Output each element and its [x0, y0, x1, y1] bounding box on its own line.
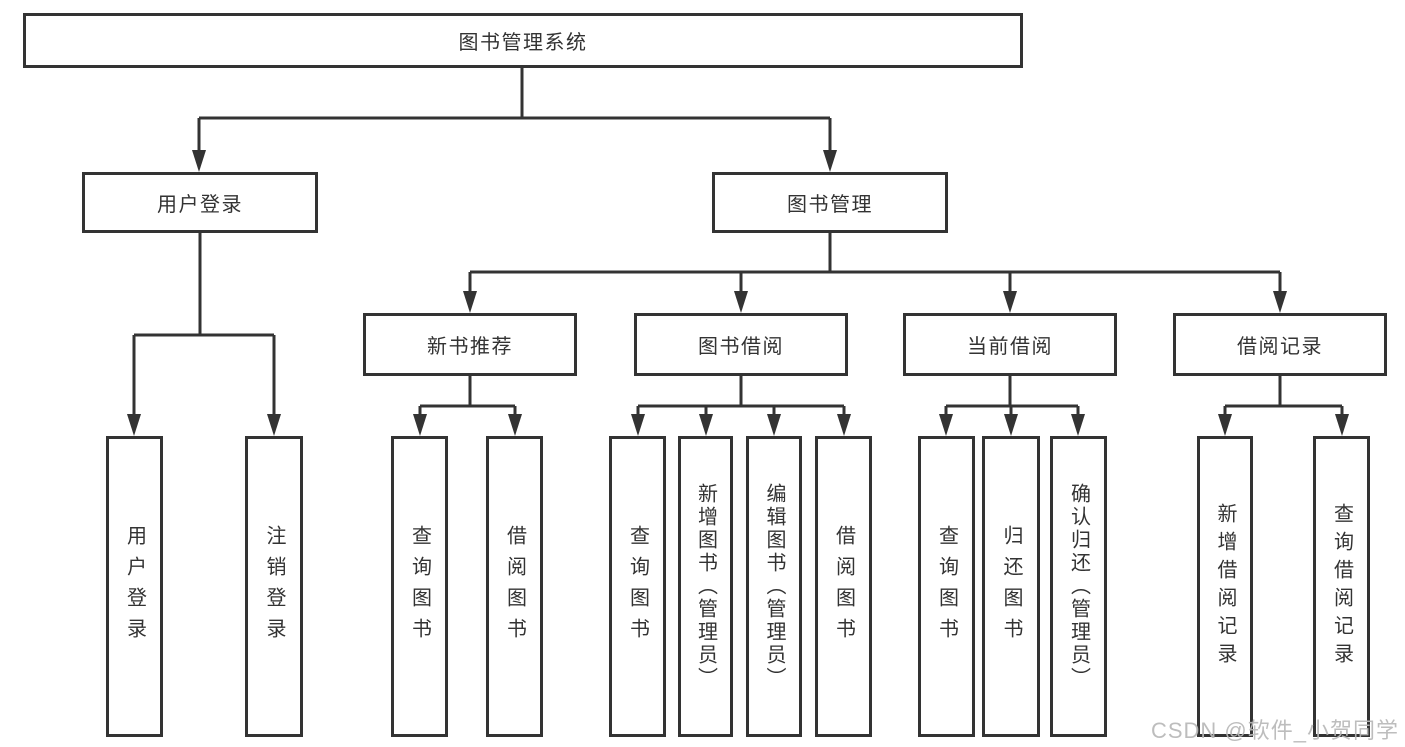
leaf-query-books-borrowing: 查询图书	[609, 436, 666, 737]
node-label: 图书管理	[787, 194, 873, 216]
csdn-watermark: CSDN @软件_小贺同学	[1150, 718, 1399, 743]
leaf-edit-books-admin: 编辑图书（管理员）	[746, 436, 802, 737]
leaf-user-login: 用户登录	[106, 436, 163, 737]
node-book-management: 图书管理	[712, 172, 948, 233]
node-label: 新增借阅记录	[1214, 502, 1236, 671]
node-label: 图书借阅	[698, 336, 784, 358]
node-label: 借阅图书	[503, 524, 526, 649]
node-current-borrowing: 当前借阅	[903, 313, 1117, 376]
node-label: 确认归还（管理员）	[1067, 483, 1090, 690]
node-label: 用户登录	[123, 524, 146, 649]
connector-paths	[132, 66, 1344, 416]
node-label: 新书推荐	[427, 336, 513, 358]
leaf-borrow-books-borrowing: 借阅图书	[815, 436, 872, 737]
leaf-borrow-books-recommend: 借阅图书	[486, 436, 543, 737]
node-label: 借阅记录	[1237, 336, 1323, 358]
node-label: 图书管理系统	[458, 32, 588, 54]
node-book-borrowing: 图书借阅	[634, 313, 848, 376]
leaf-add-books-admin: 新增图书（管理员）	[678, 436, 733, 737]
leaf-add-borrowing-record: 新增借阅记录	[1197, 436, 1253, 737]
node-root-library-management-system: 图书管理系统	[23, 13, 1023, 68]
node-label: 编辑图书（管理员）	[763, 483, 785, 690]
leaf-query-books-recommend: 查询图书	[391, 436, 448, 737]
node-user-login: 用户登录	[82, 172, 318, 233]
node-label: 查询借阅记录	[1330, 502, 1353, 671]
node-new-book-recommendation: 新书推荐	[363, 313, 577, 376]
node-label: 用户登录	[157, 194, 243, 216]
node-label: 当前借阅	[967, 336, 1053, 358]
leaf-confirm-return-admin: 确认归还（管理员）	[1050, 436, 1107, 737]
leaf-query-books-current: 查询图书	[918, 436, 975, 737]
node-label: 归还图书	[1000, 524, 1022, 649]
node-label: 查询图书	[935, 524, 958, 649]
leaf-return-books: 归还图书	[982, 436, 1040, 737]
arrowheads	[127, 150, 1349, 436]
leaf-logout: 注销登录	[245, 436, 303, 737]
node-label: 注销登录	[263, 524, 285, 649]
node-label: 新增图书（管理员）	[694, 483, 717, 690]
node-label: 查询图书	[408, 524, 431, 649]
node-label: 查询图书	[626, 524, 649, 649]
node-label: 借阅图书	[832, 524, 855, 649]
leaf-query-borrowing-record: 查询借阅记录	[1313, 436, 1370, 737]
node-borrowing-records: 借阅记录	[1173, 313, 1387, 376]
